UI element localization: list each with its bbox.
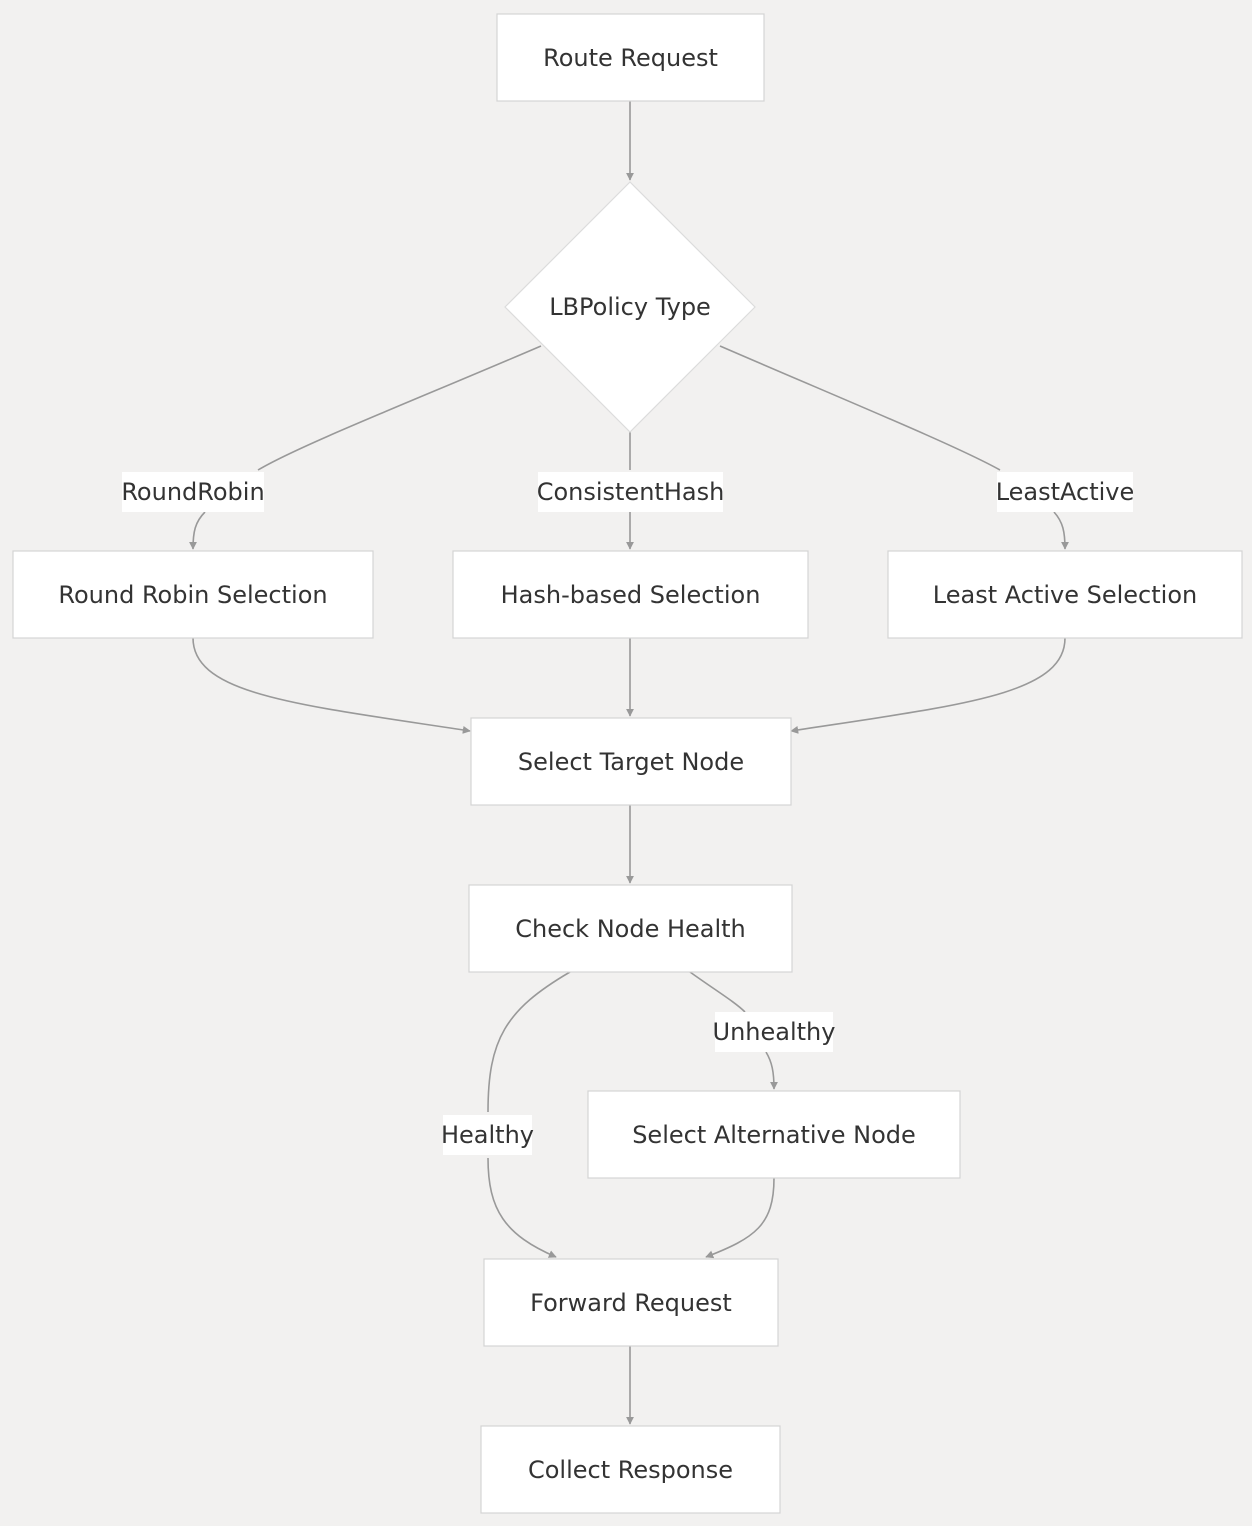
node-least-active-selection[interactable]: Least Active Selection — [887, 550, 1243, 639]
edge-healthy-to-forward — [487, 1157, 557, 1258]
edge-label-roundrobin: RoundRobin — [121, 472, 265, 512]
edge-roundrobin-label-to-selection — [189, 511, 206, 550]
node-least-active-selection-label: Least Active Selection — [933, 581, 1197, 609]
node-round-robin-selection-label: Round Robin Selection — [58, 581, 327, 609]
node-collect-response-label: Collect Response — [528, 1456, 733, 1484]
edge-label-leastactive: LeastActive — [996, 472, 1135, 512]
node-route-request-label: Route Request — [543, 44, 718, 72]
edge-label-leastactive-text: LeastActive — [996, 478, 1135, 506]
decision-lbpolicy-type[interactable]: LBPolicy Type — [504, 181, 756, 433]
edge-health-to-healthy — [487, 971, 571, 1113]
edge-label-unhealthy-text: Unhealthy — [713, 1018, 836, 1046]
edge-label-healthy: Healthy — [441, 1115, 534, 1155]
edge-roundrobin-to-target — [192, 637, 471, 734]
node-select-target-node[interactable]: Select Target Node — [470, 717, 792, 806]
edge-unhealthy-to-alternative — [765, 1051, 778, 1090]
edge-label-unhealthy: Unhealthy — [713, 1012, 836, 1052]
node-check-node-health[interactable]: Check Node Health — [468, 884, 793, 973]
edge-policy-to-roundrobin — [257, 345, 542, 471]
node-select-alternative-node-label: Select Alternative Node — [632, 1121, 916, 1149]
edge-leastactive-to-target — [790, 637, 1066, 734]
edge-leastactive-label-to-selection — [1053, 511, 1069, 550]
node-round-robin-selection[interactable]: Round Robin Selection — [12, 550, 374, 639]
node-hash-based-selection[interactable]: Hash-based Selection — [452, 550, 809, 639]
decision-lbpolicy-type-label: LBPolicy Type — [549, 293, 711, 321]
edge-policy-to-leastactive — [719, 345, 1001, 471]
node-select-alternative-node[interactable]: Select Alternative Node — [587, 1090, 961, 1179]
edge-label-healthy-text: Healthy — [441, 1121, 534, 1149]
edge-health-to-unhealthy — [689, 971, 746, 1013]
node-forward-request[interactable]: Forward Request — [483, 1258, 779, 1347]
node-hash-based-selection-label: Hash-based Selection — [501, 581, 761, 609]
node-select-target-node-label: Select Target Node — [518, 748, 744, 776]
node-forward-request-label: Forward Request — [530, 1289, 732, 1317]
edge-label-consistenthash-text: ConsistentHash — [537, 478, 725, 506]
edge-alternative-to-forward — [705, 1177, 775, 1259]
node-collect-response[interactable]: Collect Response — [480, 1425, 781, 1514]
node-route-request[interactable]: Route Request — [496, 13, 765, 102]
edge-label-roundrobin-text: RoundRobin — [121, 478, 264, 506]
node-check-node-health-label: Check Node Health — [515, 915, 746, 943]
edges — [189, 101, 1069, 1425]
edge-label-consistenthash: ConsistentHash — [537, 472, 725, 512]
